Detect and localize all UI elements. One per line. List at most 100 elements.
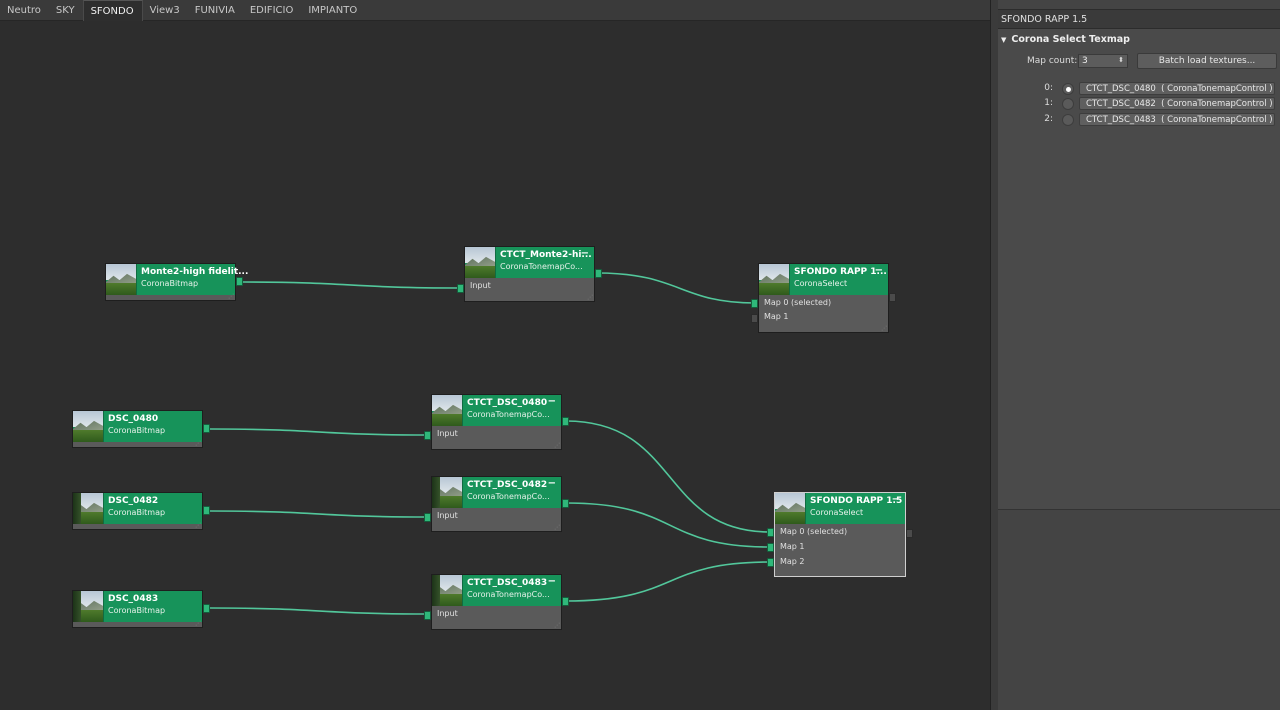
resize-grip-icon[interactable]: ⋰ <box>587 294 593 301</box>
node-type: CoronaTonemapCo... <box>467 492 550 501</box>
input-slot-label: Input <box>437 609 458 618</box>
map-row: 0: CTCT_DSC_0480 ( CoronaTonemapControl … <box>998 82 1280 96</box>
resize-grip-icon[interactable]: ⋰ <box>554 622 560 629</box>
node-sfondo-select-top[interactable]: SFONDO RAPP 1... CoronaSelect − Map 0 (se… <box>751 263 896 333</box>
node-type: CoronaBitmap <box>108 426 166 435</box>
map-slot-button[interactable]: CTCT_DSC_0482 ( CoronaTonemapControl ) <box>1079 97 1275 110</box>
tab-funivia[interactable]: FUNIVIA <box>194 5 235 16</box>
resize-grip-icon[interactable]: ⋰ <box>554 442 560 449</box>
map-slot-label: Map 0 (selected) <box>764 298 832 307</box>
node-type: CoronaSelect <box>794 279 848 288</box>
resize-grip-icon[interactable]: ⋰ <box>195 620 201 627</box>
output-socket[interactable] <box>203 604 210 613</box>
bitmap-thumbnail <box>73 411 104 442</box>
map-row: 1: CTCT_DSC_0482 ( CoronaTonemapControl … <box>998 97 1280 111</box>
resize-grip-icon[interactable]: ⋰ <box>195 440 201 447</box>
node-title: SFONDO RAPP 1.5 <box>810 496 903 506</box>
node-type: CoronaTonemapCo... <box>500 262 583 271</box>
spinner-arrows-icon[interactable]: ⬍ <box>1118 56 1124 64</box>
node-title: Monte2-high fidelit... <box>141 267 249 277</box>
map-select-radio[interactable] <box>1062 114 1074 126</box>
map-slot-button[interactable]: CTCT_DSC_0480 ( CoronaTonemapControl ) <box>1079 82 1275 95</box>
collapse-icon[interactable]: − <box>547 478 556 489</box>
tab-sfondo[interactable]: SFONDO <box>82 0 143 21</box>
bitmap-thumbnail <box>432 575 463 606</box>
bitmap-thumbnail <box>432 477 463 508</box>
resize-grip-icon[interactable]: ⋰ <box>881 325 887 332</box>
node-title: SFONDO RAPP 1... <box>794 267 887 277</box>
output-socket[interactable] <box>203 424 210 433</box>
node-ctct-monte2[interactable]: CTCT_Monte2-hi... CoronaTonemapCo... − In… <box>457 246 602 302</box>
node-title: DSC_0480 <box>108 414 159 424</box>
output-socket[interactable] <box>562 417 569 426</box>
tab-view3[interactable]: View3 <box>149 5 180 16</box>
collapse-icon[interactable]: − <box>580 248 589 259</box>
bitmap-thumbnail <box>775 493 806 524</box>
collapse-icon[interactable]: − <box>891 494 900 505</box>
rollout-title: Corona Select Texmap <box>1011 34 1130 45</box>
node-title: CTCT_DSC_0483 <box>467 578 548 588</box>
map-slot-button[interactable]: CTCT_DSC_0483 ( CoronaTonemapControl ) <box>1079 113 1275 126</box>
rollout-header[interactable]: ▼ Corona Select Texmap <box>1001 34 1130 45</box>
node-title: CTCT_DSC_0480 <box>467 398 548 408</box>
triangle-down-icon[interactable]: ▼ <box>1001 36 1007 44</box>
map-count-value: 3 <box>1082 56 1088 66</box>
input-socket[interactable] <box>424 513 431 522</box>
output-socket[interactable] <box>906 529 913 538</box>
node-type: CoronaTonemapCo... <box>467 410 550 419</box>
collapse-icon[interactable]: − <box>547 396 556 407</box>
map-count-label: Map count: <box>1027 56 1078 66</box>
resize-grip-icon[interactable]: ⋰ <box>554 524 560 531</box>
tab-sky[interactable]: SKY <box>55 5 75 16</box>
output-socket[interactable] <box>562 499 569 508</box>
output-socket[interactable] <box>595 269 602 278</box>
map-count-spinner[interactable]: 3⬍ <box>1078 54 1128 68</box>
collapse-icon[interactable]: − <box>547 576 556 587</box>
input-socket[interactable] <box>767 543 774 552</box>
input-socket[interactable] <box>424 431 431 440</box>
panel-title-bar: SFONDO RAPP 1.5 <box>998 9 1280 29</box>
map-select-radio[interactable] <box>1062 98 1074 110</box>
output-socket[interactable] <box>562 597 569 606</box>
resize-grip-icon[interactable]: ⋰ <box>228 293 234 300</box>
node-type: CoronaBitmap <box>108 606 166 615</box>
map-slot-label: Map 1 <box>764 312 789 321</box>
node-type: CoronaSelect <box>810 508 864 517</box>
tab-edificio[interactable]: EDIFICIO <box>249 5 294 16</box>
node-type: CoronaTonemapCo... <box>467 590 550 599</box>
input-slot-label: Input <box>470 281 491 290</box>
node-title: CTCT_Monte2-hi... <box>500 250 592 260</box>
tab-neutro[interactable]: Neutro <box>7 5 41 16</box>
map-select-radio[interactable] <box>1062 83 1074 95</box>
bitmap-thumbnail <box>759 264 790 295</box>
input-socket[interactable] <box>424 611 431 620</box>
resize-grip-icon[interactable]: ⋰ <box>195 522 201 529</box>
input-socket[interactable] <box>767 558 774 567</box>
collapse-icon[interactable]: − <box>874 265 883 276</box>
input-socket[interactable] <box>751 299 758 308</box>
node-monte2-bitmap[interactable]: Monte2-high fidelit...CoronaBitmap ⋰ <box>105 263 249 301</box>
map-index: 1: <box>1044 98 1053 108</box>
input-socket[interactable] <box>751 314 758 323</box>
node-title: DSC_0483 <box>108 594 159 604</box>
map-index: 0: <box>1044 83 1053 93</box>
input-socket[interactable] <box>767 528 774 537</box>
bitmap-thumbnail <box>73 493 104 524</box>
bitmap-thumbnail <box>73 591 104 622</box>
output-socket[interactable] <box>203 506 210 515</box>
output-socket[interactable] <box>236 277 243 286</box>
tab-impianto[interactable]: IMPIANTO <box>308 5 358 16</box>
node-type: CoronaBitmap <box>108 508 166 517</box>
input-socket[interactable] <box>457 284 464 293</box>
map-index: 2: <box>1044 114 1053 124</box>
batch-load-button[interactable]: Batch load textures... <box>1137 53 1277 69</box>
output-socket[interactable] <box>889 293 896 302</box>
panel-splitter[interactable] <box>990 0 998 710</box>
